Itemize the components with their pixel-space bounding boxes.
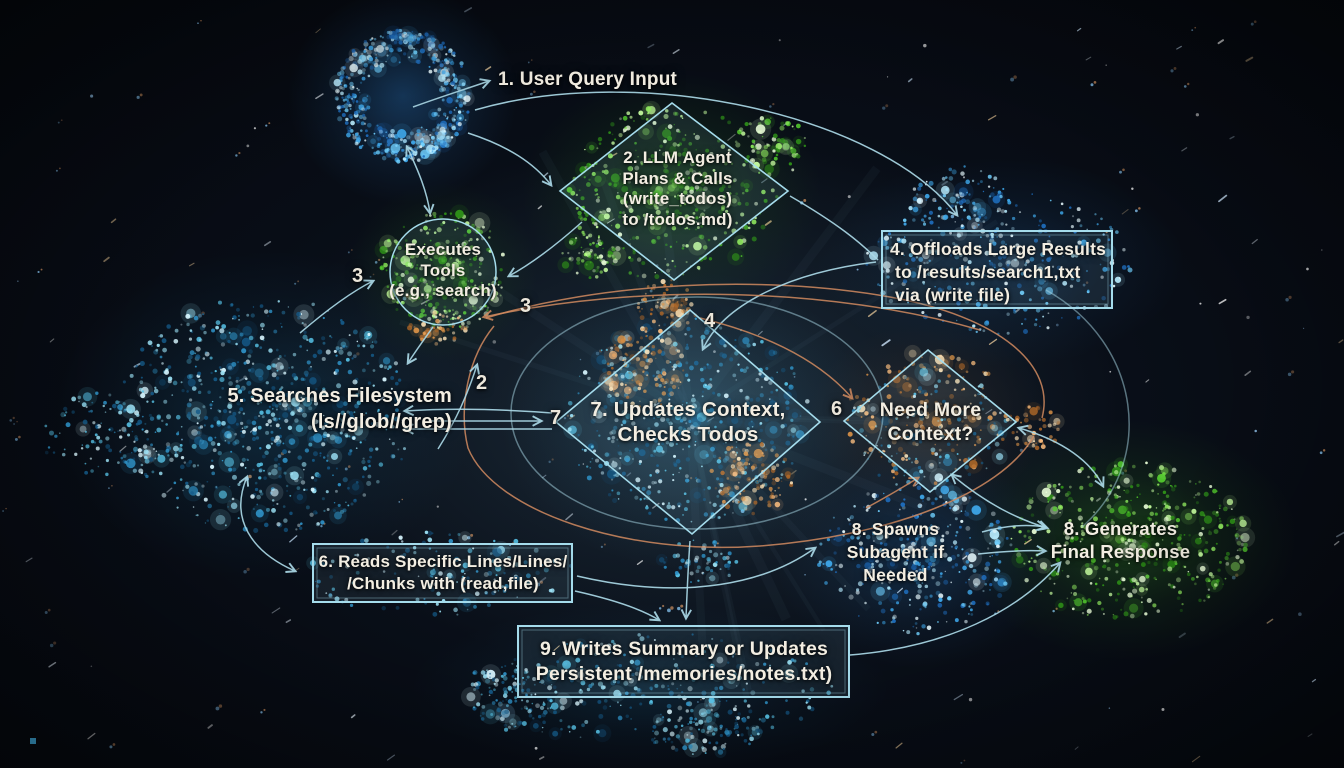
edge-reads-to-writes [574, 590, 659, 620]
edge-reads-to-spawns [576, 548, 815, 589]
node-reads-label: 6. Reads Specific Lines/Lines/ /Chunks w… [318, 552, 568, 593]
edge-spawns-to-generates-b [977, 551, 1045, 554]
node-writes-label: 9. Writes Summary or Updates Persistent … [535, 638, 833, 686]
edge-searches-reads [241, 477, 295, 571]
edge-query-to-agent [467, 132, 551, 185]
edge-to-tools-bottom [437, 365, 477, 450]
edge-agent-to-tools [509, 221, 583, 276]
edge-number-2: 2 [476, 372, 488, 394]
edge-number-3-right: 3 [520, 295, 532, 317]
node-offloads-label: 4. Offloads Large Results to /results/se… [890, 239, 1107, 305]
node-updates-label: 7. Updates Context, Checks Todos [590, 398, 786, 446]
edge-offloads-to-updates [703, 261, 877, 349]
edge-query-tools [407, 147, 430, 213]
node-generates-label: 8. Generates Final Response [1050, 518, 1191, 562]
node-needmore-shape [842, 348, 1018, 494]
edge-needmore-generates-low [952, 475, 1047, 528]
edge-orange-to-needmore [699, 317, 852, 398]
node-llm-agent-label: 2. LLM Agent Plans & Calls (write_todos)… [622, 148, 733, 230]
node-updates-shape [554, 308, 822, 536]
edge-updates-to-searches-a [405, 409, 553, 413]
edge-to-needmore-bottom [865, 478, 918, 509]
node-outlines [312, 101, 1113, 698]
edge-orange-to-tools [484, 293, 981, 331]
edge-tools-to-searches [408, 326, 434, 363]
edge-number-6: 6 [831, 398, 843, 420]
node-executes-tools-label: Executes Tools (e.g., search) [389, 240, 497, 301]
edge-searches-to-tools [299, 281, 373, 334]
node-needmore-label: Need More Context? [879, 399, 982, 445]
edge-needmore-generates-up [1019, 428, 1103, 486]
node-spawns-label: 8. Spawns Subagent if Needed [846, 519, 945, 585]
edge-writes-to-generates [849, 563, 1060, 656]
node-writes-shape [517, 625, 850, 698]
node-reads-shape [312, 543, 573, 603]
edge-query-to-label [412, 81, 489, 108]
node-searches-label: 5. Searches Filesystem (ls//glob//grep) [227, 385, 452, 433]
edge-agent-to-offloads [789, 195, 879, 261]
node-llm-agent-shape [558, 101, 790, 282]
edge-number-4: 4 [704, 310, 716, 332]
node-executes-tools-shape [389, 218, 497, 326]
edge-number-3-left: 3 [352, 265, 364, 287]
edge-number-7: 7 [550, 407, 562, 429]
node-user-query-label: 1. User Query Input [498, 69, 678, 90]
node-offloads-shape [881, 230, 1113, 309]
edge-query-to-offloads [474, 91, 957, 215]
edge-updates-to-writes [686, 540, 690, 618]
diagram-edges [241, 81, 1103, 656]
